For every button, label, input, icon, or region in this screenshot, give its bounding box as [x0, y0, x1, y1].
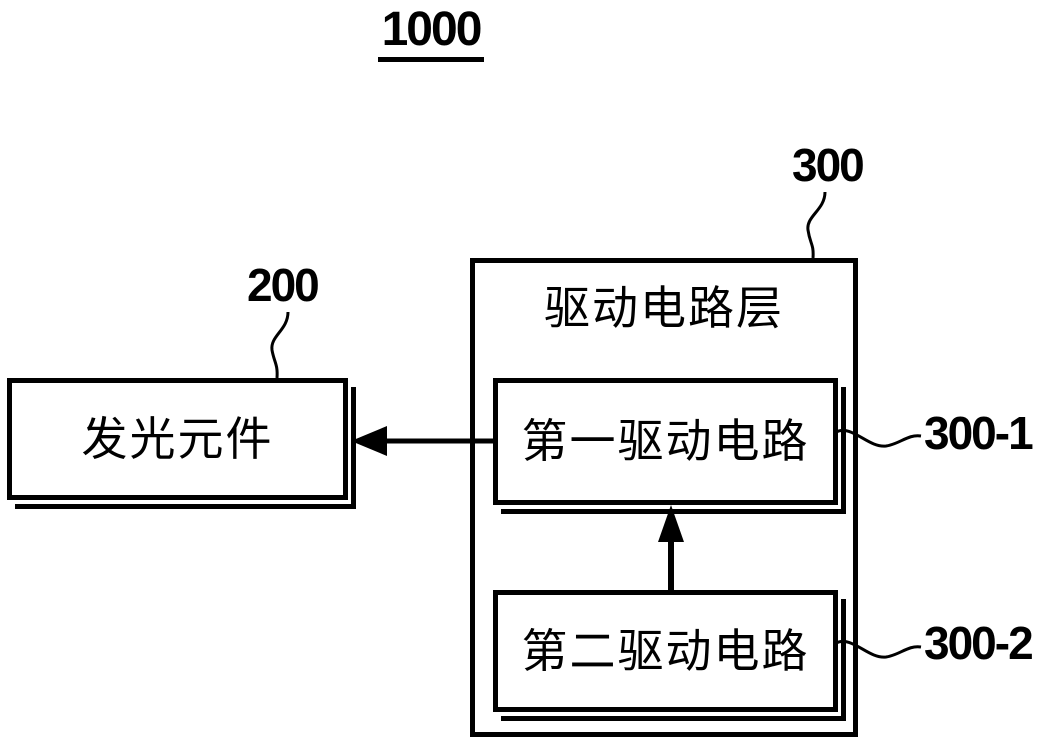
- arrowhead-left-icon: [351, 426, 387, 456]
- first-driving-circuit-label: 第一驱动电路: [521, 415, 810, 468]
- second-driving-circuit-box: 第二驱动电路: [493, 590, 838, 712]
- first-driving-circuit-box: 第一驱动电路: [493, 378, 838, 505]
- figure-number-label: 1000: [378, 6, 484, 62]
- ref-300-label: 300: [792, 139, 865, 191]
- driving-circuit-layer-label: 驱动电路层: [544, 282, 784, 334]
- leader-line-200: [270, 311, 290, 379]
- second-driving-circuit-label: 第二驱动电路: [521, 624, 810, 677]
- light-emitting-element-box: 发光元件: [7, 378, 348, 500]
- ref-300-2-label: 300-2: [924, 617, 1034, 669]
- leader-line-300: [806, 191, 827, 259]
- light-emitting-element-label: 发光元件: [81, 412, 274, 465]
- ref-200-label: 200: [247, 259, 320, 311]
- ref-300-1-label: 300-1: [924, 407, 1034, 459]
